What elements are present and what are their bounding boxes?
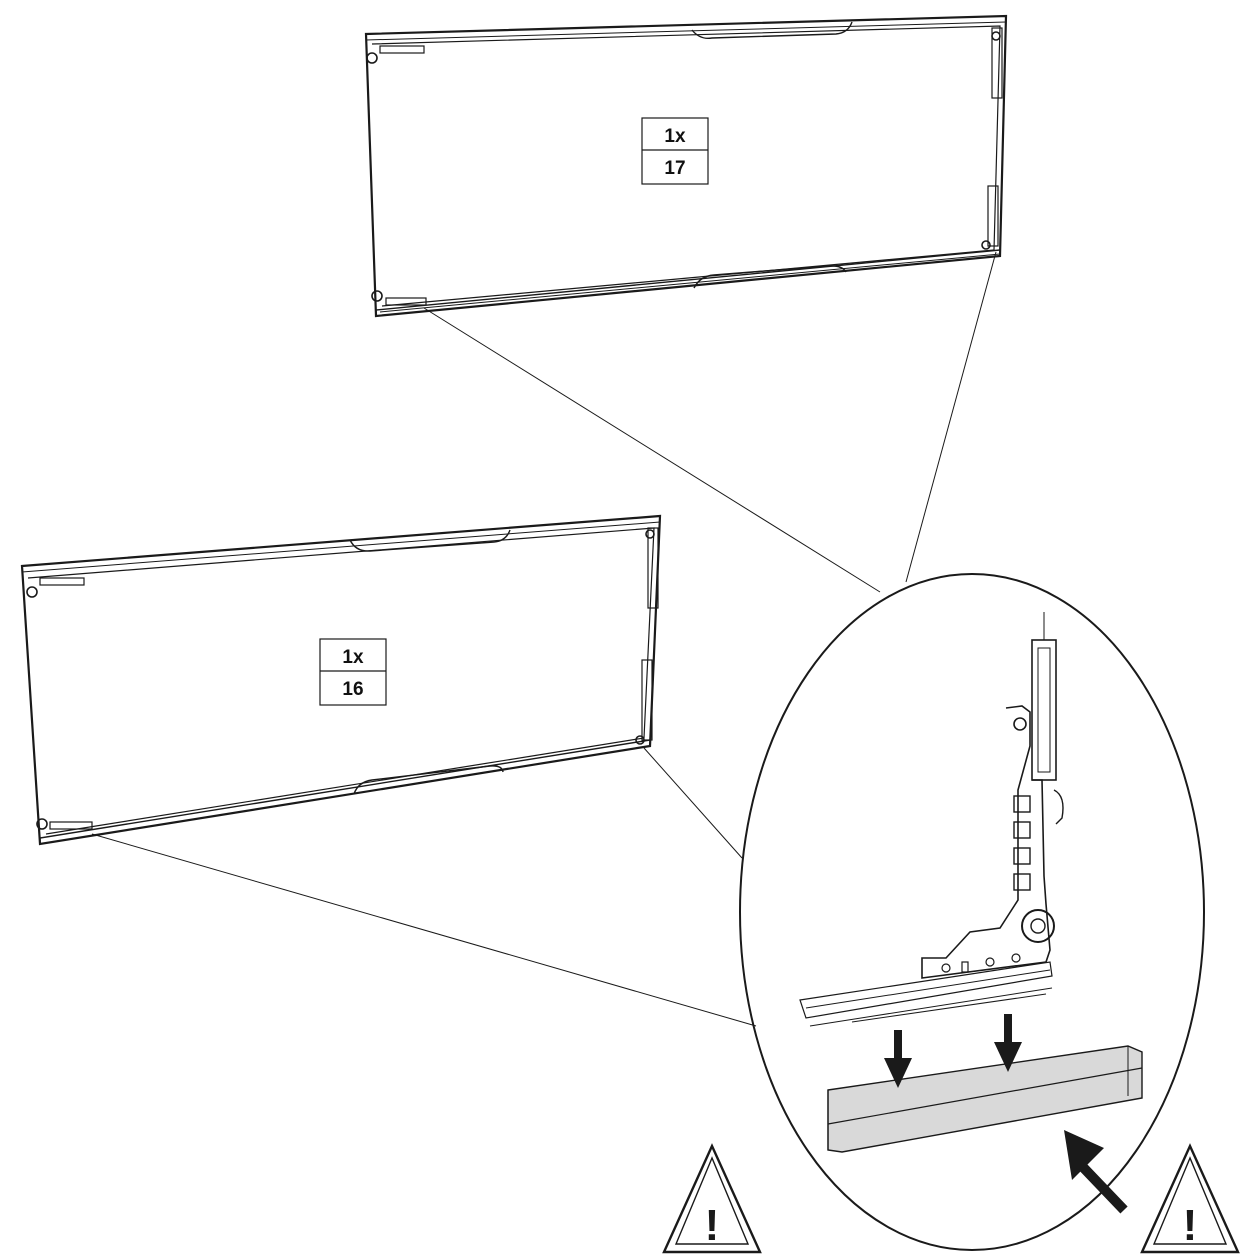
warning-symbol: !	[1183, 1201, 1198, 1250]
part-number: 16	[342, 679, 363, 700]
warning-symbol: !	[705, 1201, 720, 1250]
push-arrow-icon	[1064, 1130, 1128, 1214]
quantity-label: 1x	[342, 647, 364, 668]
handle-groove-bottom	[693, 265, 847, 289]
handle-groove-top	[349, 529, 511, 552]
detail-callout	[739, 573, 1205, 1251]
corner-fitting-icon	[26, 527, 659, 830]
part-label-17: 1x 17	[641, 117, 709, 185]
handle-groove-bottom	[353, 765, 504, 795]
down-arrow-icon	[884, 1030, 912, 1088]
handle-groove-top	[691, 21, 853, 40]
part-number: 17	[664, 158, 685, 179]
down-arrow-icon	[994, 1014, 1022, 1072]
corner-fitting-icon	[366, 27, 1003, 306]
panel-edge-rail	[799, 961, 1053, 1027]
warning-triangle-icon: !	[662, 1143, 762, 1254]
detail-leader-lines	[91, 251, 997, 1027]
warning-triangle-icon: !	[1140, 1143, 1240, 1254]
panel-16: 1x 16	[20, 514, 662, 846]
lift-mechanism	[921, 612, 1064, 979]
roller-icon	[1021, 909, 1055, 943]
part-label-16: 1x 16	[319, 638, 387, 706]
base-rail	[827, 1045, 1143, 1153]
panel-17: 1x 17	[364, 14, 1008, 318]
quantity-label: 1x	[664, 126, 686, 147]
